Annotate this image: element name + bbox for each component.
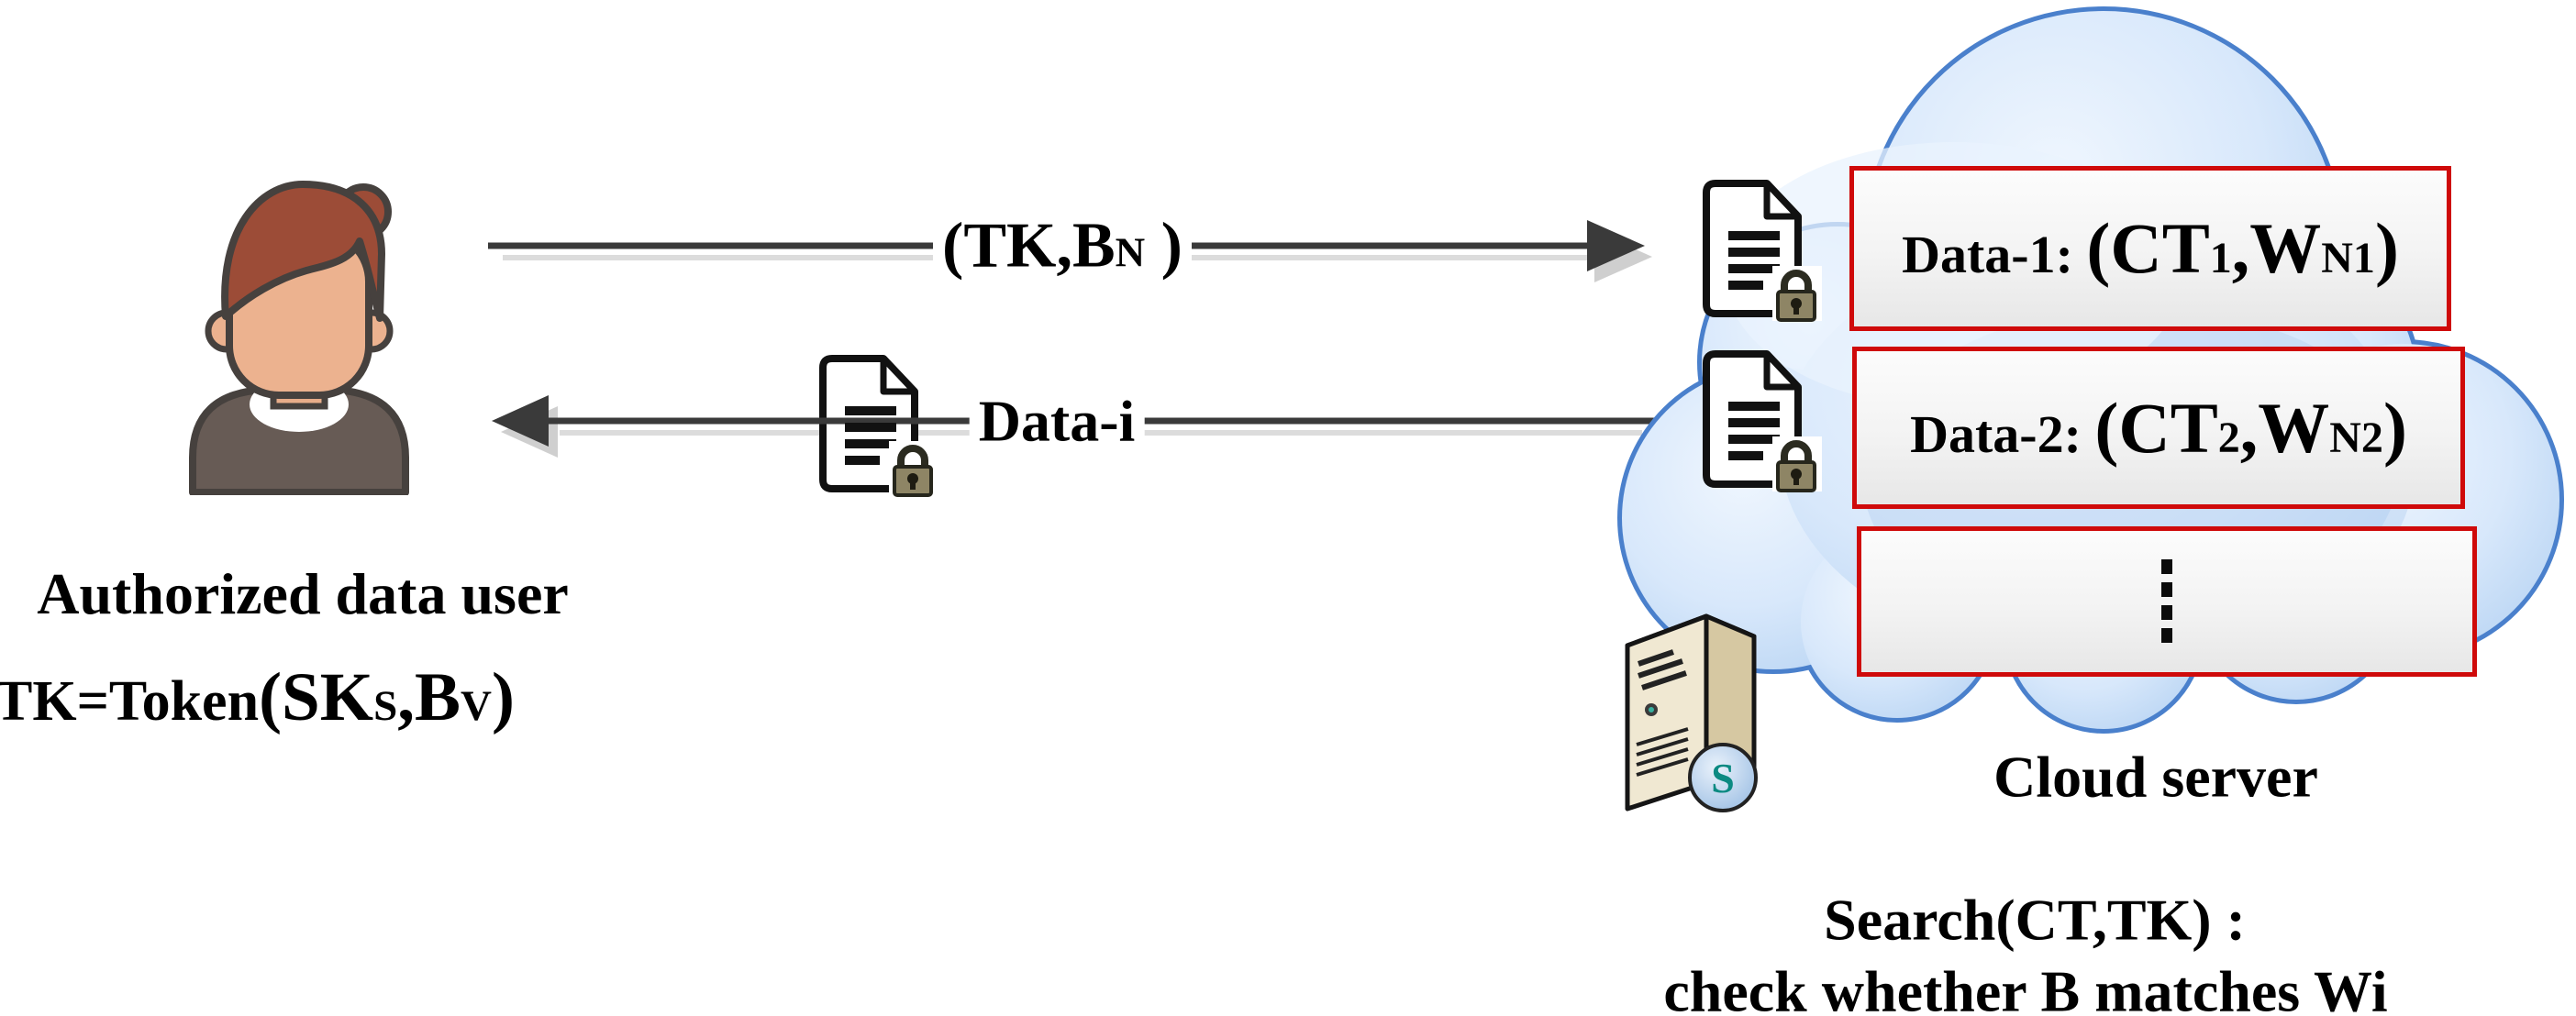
server-s-letter: S <box>1711 755 1735 801</box>
request-label-post: ) <box>1145 210 1183 282</box>
doc-text-lines <box>1728 402 1780 460</box>
avatar-hair <box>221 181 385 322</box>
data-box-1-sub1: 1 <box>2209 234 2232 282</box>
doc-fold <box>880 355 918 395</box>
data-box-1-label: Data-1: (CT1,WN1) <box>1902 207 2399 290</box>
data-box-2-open: (CT <box>2094 387 2218 468</box>
request-arrow-label: (TK,BN ) <box>933 212 1192 280</box>
search-line2-text: check whether B matches Wi <box>1663 958 2388 1016</box>
lock-icon <box>1772 436 1822 492</box>
server-button-led <box>1649 707 1654 712</box>
search-line1-text: Search(CT,TK) : <box>1824 887 2246 953</box>
server-tower-icon: S <box>1625 613 1758 812</box>
data-box-1-close: ) <box>2374 208 2399 288</box>
doc-fold <box>1763 350 1802 391</box>
data-box-more <box>1857 526 2477 677</box>
data-box-2-prefix: Data-2: <box>1910 403 2095 464</box>
user-caption: Authorized data user <box>0 563 605 624</box>
data-box-1-mid: ,W <box>2231 208 2322 288</box>
response-arrow-label: Data-i <box>969 388 1145 454</box>
token-mid: ,B <box>397 659 461 735</box>
data-box-1-open: (CT <box>2086 208 2210 288</box>
doc-text-lines <box>845 406 896 465</box>
token-open: (SK <box>259 659 374 735</box>
server-vents <box>1638 649 1687 690</box>
search-formula-line2: check whether B matches Wi <box>1663 960 2387 1016</box>
data-box-1-sub2: N1 <box>2321 234 2375 282</box>
token-close: ) <box>491 659 515 735</box>
data-box-1-prefix: Data-1: <box>1902 225 2087 284</box>
token-pre: TK=Token <box>0 670 260 733</box>
cloud-caption-text: Cloud server <box>1993 744 2318 810</box>
search-formula-line1: Search(CT,TK) : <box>1824 889 2246 950</box>
token-sub2: V <box>461 682 492 730</box>
data-box-2-close: ) <box>2382 387 2407 468</box>
data-box-2-sub2: N2 <box>2329 413 2383 462</box>
server-s-badge <box>1688 743 1758 812</box>
response-label-text: Data-i <box>978 388 1136 454</box>
user-caption-text: Authorized data user <box>37 561 569 626</box>
encrypted-document-icon <box>1703 350 1822 492</box>
cloud-caption: Cloud server <box>1993 745 2318 807</box>
request-label-sub: N <box>1115 229 1146 276</box>
token-formula: TK=Token(SKS,BV) <box>0 659 515 735</box>
vertical-ellipsis-icon <box>2161 559 2172 644</box>
lock-icon <box>889 441 938 497</box>
request-label-pre: (TK,B <box>942 210 1116 282</box>
data-box-2: Data-2: (CT2,WN2) <box>1852 347 2465 509</box>
person-avatar <box>189 181 409 495</box>
data-box-2-mid: ,W <box>2239 387 2330 468</box>
encrypted-document-icon <box>1703 180 1822 322</box>
encrypted-document-icon <box>812 355 940 497</box>
lock-icon <box>1772 266 1822 322</box>
doc-fold <box>1763 180 1802 220</box>
server-grill <box>1636 727 1689 777</box>
token-sub1: S <box>373 682 398 730</box>
doc-text-lines <box>1728 231 1780 290</box>
data-box-2-sub1: 2 <box>2217 413 2240 462</box>
data-box-1: Data-1: (CT1,WN1) <box>1849 166 2451 331</box>
data-box-2-label: Data-2: (CT2,WN2) <box>1910 387 2407 469</box>
